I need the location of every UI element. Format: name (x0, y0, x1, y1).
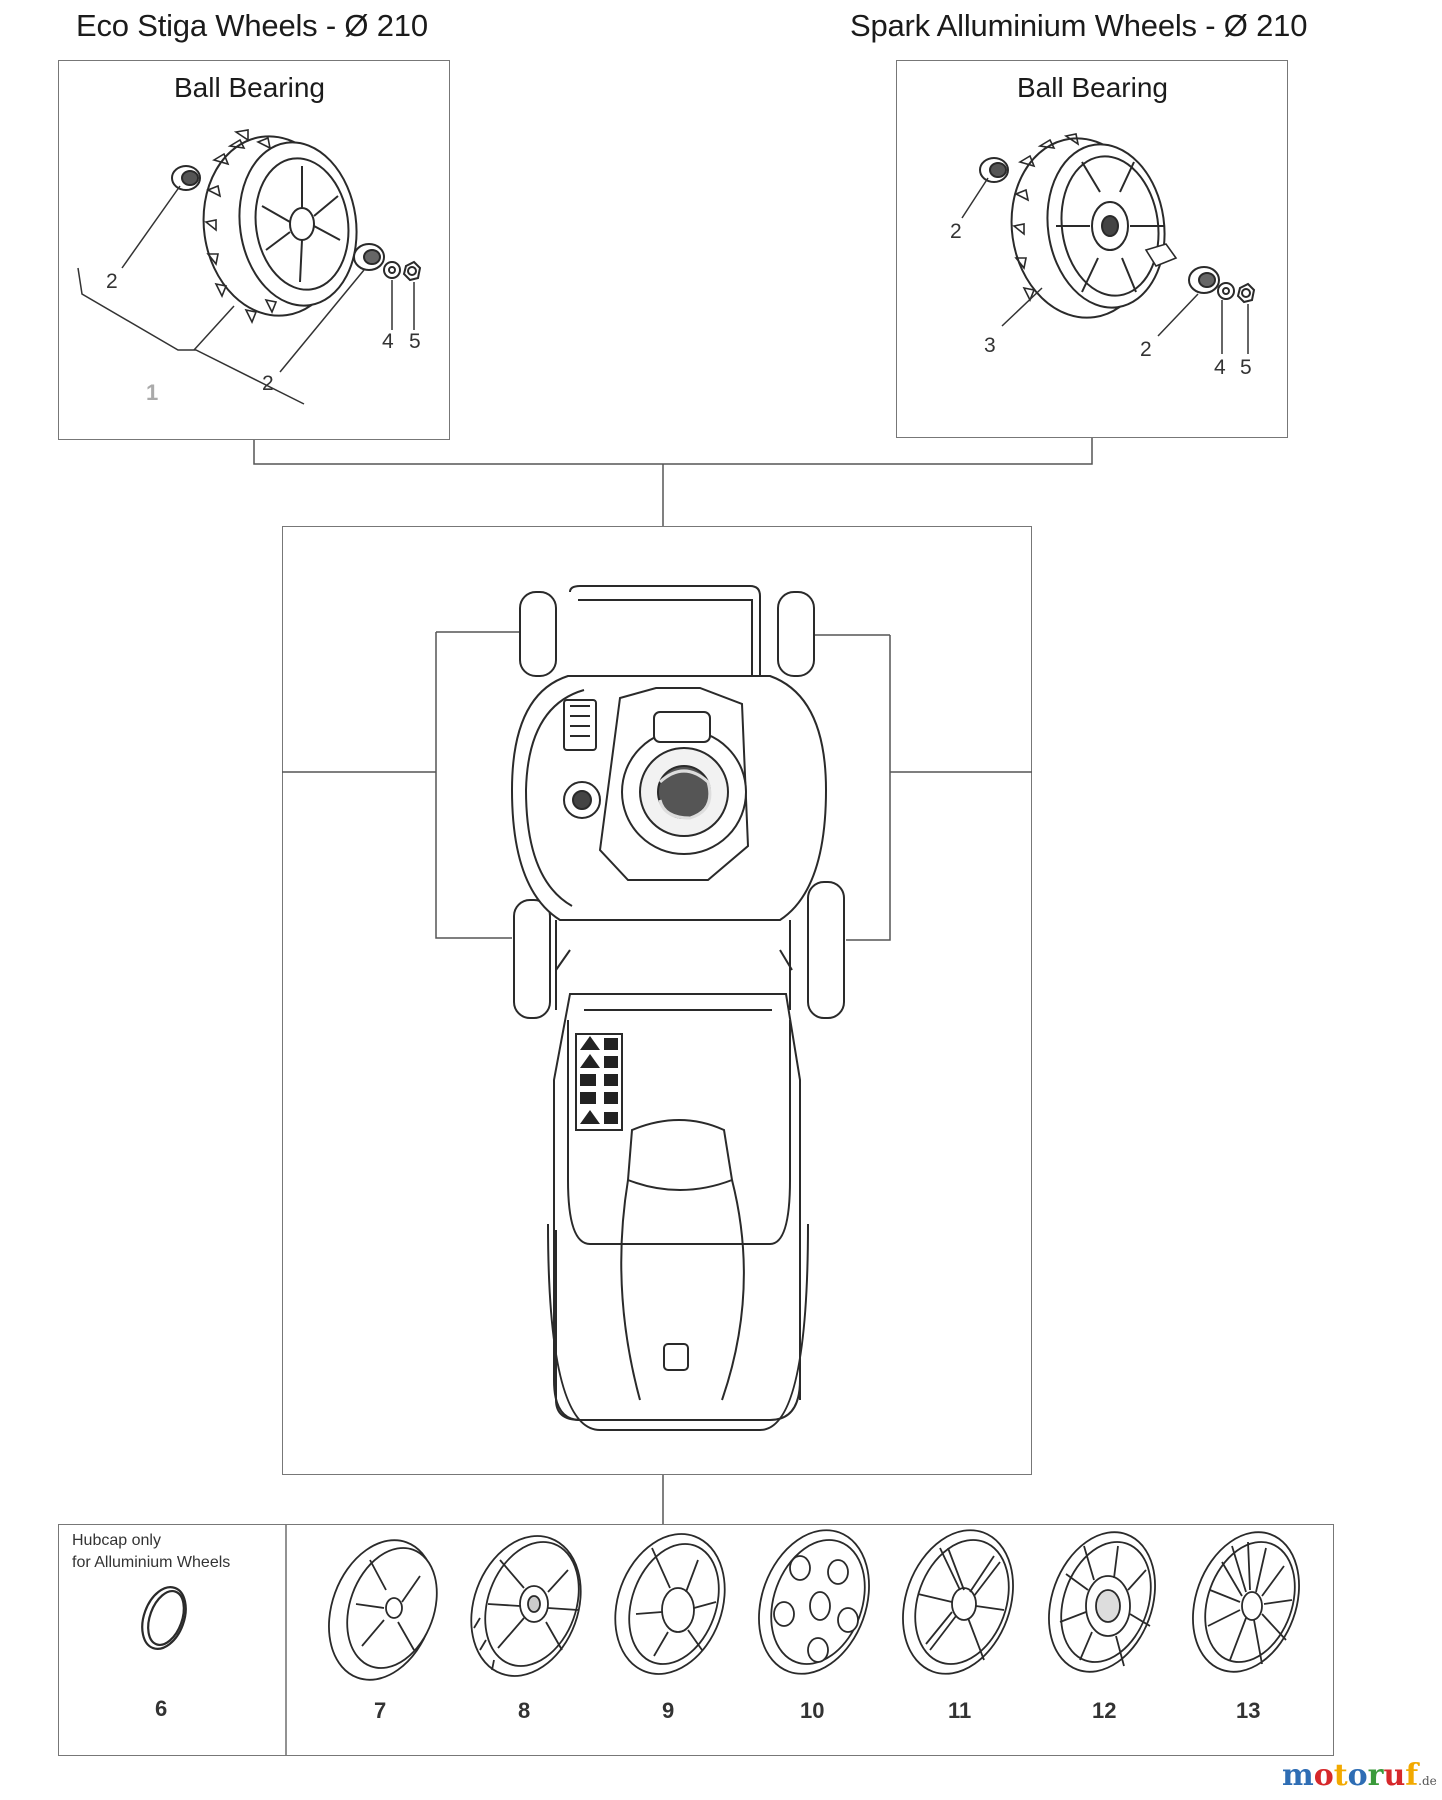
callout-right-wheel: 3 (984, 334, 996, 357)
bracket-left-1 (77, 267, 305, 405)
hubcap-icon (1048, 1531, 1156, 1673)
hubcap-icon (902, 1529, 1014, 1675)
lawn-mower-icon (510, 585, 845, 1431)
right-subtitle: Ball Bearing (1017, 72, 1168, 103)
hubcap-note-line2: for Alluminium Wheels (72, 1554, 231, 1571)
front-right-wheel (777, 591, 815, 677)
hubcap-label-7: 7 (374, 1698, 387, 1723)
callout-right-bearing-inner: 2 (950, 220, 962, 243)
leader-left-2a (121, 185, 181, 269)
hubcap-label-12: 12 (1092, 1698, 1117, 1723)
eco-bearing-inner-icon (171, 165, 201, 191)
hubcap-note: Hubcap only for Alluminium Wheels (72, 1530, 230, 1574)
brand-letter: o (1347, 1758, 1368, 1793)
brand-wordmark: motoruf (1282, 1758, 1418, 1793)
spark-bearing-inner-icon (979, 157, 1009, 183)
connector-right-wheels (808, 634, 1032, 941)
eco-wheel-icon (202, 129, 358, 324)
leader-left-2b (279, 269, 365, 373)
callout-right-washer: 4 (1214, 356, 1226, 379)
eco-washer-icon (383, 261, 401, 279)
brand-tld: .de (1418, 1774, 1437, 1788)
hubcap-icon (470, 1535, 582, 1677)
spark-wheel-icon (1010, 133, 1166, 319)
hubcap-note-line1: Hubcap only (72, 1532, 161, 1549)
hubcap-label-11: 11 (948, 1698, 972, 1723)
callout-left-wheel: 1 (146, 380, 159, 405)
callout-left-washer: 4 (382, 330, 394, 353)
left-title: Eco Stiga Wheels - Ø 210 (76, 8, 428, 43)
eco-bearing-outer-icon (353, 243, 385, 271)
rear-left-wheel (513, 899, 551, 1019)
callout-left-nut: 5 (409, 330, 421, 353)
leader-left-1 (193, 305, 235, 351)
callout-right-bearing-outer: 2 (1140, 338, 1152, 361)
connector-left-wheels (282, 631, 520, 939)
left-subtitle: Ball Bearing (174, 72, 325, 103)
hubcap-label-8: 8 (518, 1698, 531, 1723)
leader-right-2b (1157, 293, 1199, 337)
hubcap-icon (614, 1533, 726, 1675)
hubcap-label-10: 10 (800, 1698, 825, 1723)
eco-nut-icon (402, 260, 422, 282)
spark-washer-icon (1217, 282, 1235, 300)
callout-left-bearing-outer: 2 (262, 372, 274, 395)
rear-right-wheel (807, 881, 845, 1019)
spark-bearing-outer-icon (1188, 266, 1220, 294)
leader-right-2a (961, 177, 989, 219)
hubcap-icon (1192, 1531, 1300, 1673)
hubcap-icon (328, 1539, 438, 1681)
front-left-wheel (519, 591, 557, 677)
callout-right-nut: 5 (1240, 356, 1252, 379)
right-title: Spark Alluminium Wheels - Ø 210 (850, 8, 1308, 43)
brand-letter: f (1405, 1758, 1419, 1793)
ring-icon (141, 1586, 187, 1650)
brand-letter: u (1383, 1758, 1406, 1793)
hubcap-label-13: 13 (1236, 1698, 1261, 1723)
brand-letter: t (1333, 1758, 1348, 1793)
callout-left-bearing-inner: 2 (106, 270, 118, 293)
spark-nut-icon (1236, 282, 1256, 304)
leader-right-3 (1001, 287, 1043, 327)
hubcap-label-9: 9 (662, 1698, 675, 1723)
motoruf-logo: motoruf.de (1282, 1758, 1437, 1793)
brand-letter: o (1313, 1758, 1334, 1793)
brand-letter: m (1282, 1758, 1314, 1793)
hubcap-icon (758, 1529, 870, 1675)
brand-letter: r (1367, 1758, 1384, 1793)
spark-axle-sleeve-icon (1144, 243, 1178, 267)
connector-top-bracket (253, 438, 1093, 465)
hubcap-label-6: 6 (155, 1696, 168, 1721)
